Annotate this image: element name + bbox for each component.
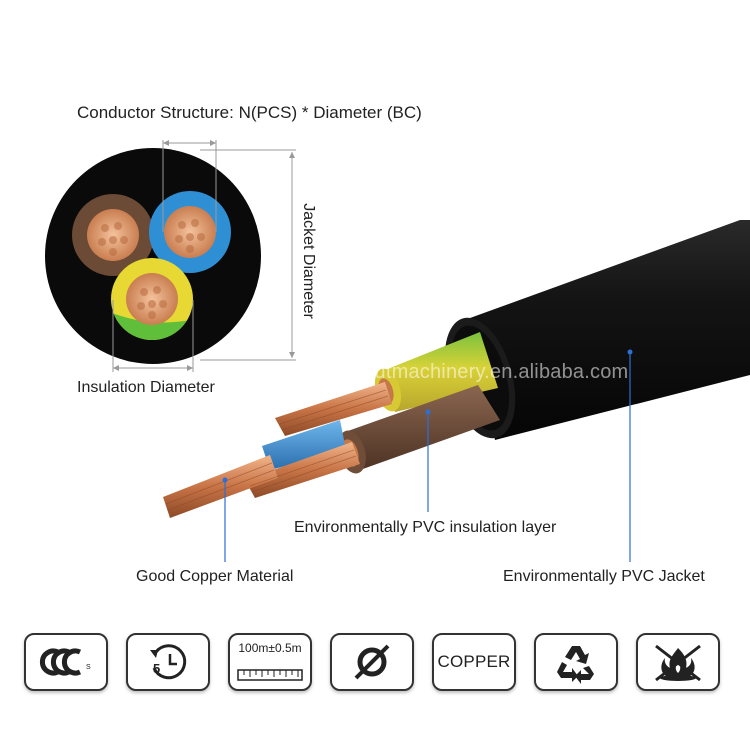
copper-icon: COPPER — [437, 652, 511, 671]
pvc-jacket — [470, 220, 750, 440]
pvc-jacket-label: Environmentally PVC Jacket — [503, 568, 705, 585]
no-fire-icon — [655, 644, 701, 682]
diameter-badge — [330, 633, 414, 691]
length-tolerance-text: 100m±0.5m — [238, 641, 302, 655]
no-fire-badge — [636, 633, 720, 691]
diameter-icon — [354, 644, 390, 680]
recycle-badge — [534, 633, 618, 691]
svg-text:S: S — [86, 664, 91, 671]
insulation-diameter-label: Insulation Diameter — [77, 379, 215, 396]
watermark: gyutmachinery.en.alibaba.com — [353, 361, 629, 383]
brown-insulation — [345, 385, 500, 470]
ccc-certification-icon: S — [39, 648, 91, 676]
length-tolerance-icon — [237, 669, 303, 681]
pvc-insulation-label: Environmentally PVC insulation layer — [294, 519, 557, 536]
dimension-lines — [112, 140, 296, 372]
copper-material-label: Good Copper Material — [136, 568, 294, 585]
leader-lines — [224, 352, 631, 562]
copper-strand-bottom — [163, 455, 278, 518]
length-tolerance-badge: 100m±0.5m — [228, 633, 312, 691]
service-life-clock-icon: 5 — [150, 644, 187, 680]
conductor-structure-label: Conductor Structure: N(PCS) * Diameter (… — [77, 103, 422, 122]
svg-text:5: 5 — [153, 661, 160, 676]
feature-icon-row: S 5 100m±0.5m COPPER — [24, 633, 728, 695]
jacket-diameter-label: Jacket Diameter — [300, 203, 317, 319]
cable-3d — [163, 220, 750, 518]
ccc-certification-badge: S — [24, 633, 108, 691]
copper-strand-middle — [245, 442, 360, 498]
copper-badge: COPPER — [432, 633, 516, 691]
cable-cross-section — [45, 148, 261, 364]
blue-insulation — [262, 420, 346, 470]
service-life-badge: 5 — [126, 633, 210, 691]
recycle-icon — [557, 646, 594, 684]
